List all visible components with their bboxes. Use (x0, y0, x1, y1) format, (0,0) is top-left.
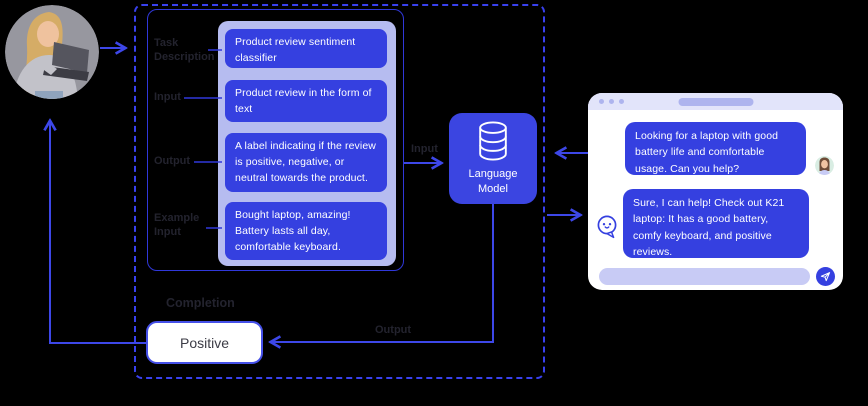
window-control-dots[interactable] (599, 99, 624, 104)
window-dot-icon (609, 99, 614, 104)
assistant-chat-message: Sure, I can help! Check out K21 laptop: … (623, 189, 809, 258)
chat-bot-icon (595, 214, 620, 241)
completion-result-text: Positive (179, 334, 230, 351)
completion-result-box: Positive (146, 321, 263, 364)
chat-window: Looking for a laptop with good battery l… (588, 93, 843, 290)
chat-user-avatar (815, 156, 834, 175)
send-button[interactable] (816, 267, 835, 286)
chat-user-avatar-image (815, 156, 834, 175)
user-chat-message: Looking for a laptop with good battery l… (625, 122, 806, 175)
input-arrow-label: Input (411, 143, 438, 155)
person-with-laptop-illustration (5, 5, 99, 99)
window-dot-icon (599, 99, 604, 104)
input-label: Input (154, 91, 181, 103)
output-value: A label indicating if the review is posi… (225, 133, 387, 192)
chat-window-titlebar (588, 93, 843, 110)
input-value: Product review in the form of text (225, 80, 387, 122)
example-input-value: Bought laptop, amazing! Battery lasts al… (225, 202, 387, 260)
language-model-node: Language Model (449, 113, 537, 204)
arrow-completion-to-user (50, 122, 146, 344)
user-photo-avatar (5, 5, 99, 99)
database-icon (479, 121, 507, 161)
window-dot-icon (619, 99, 624, 104)
output-label: Output (154, 155, 191, 167)
output-arrow-label: Output (375, 324, 412, 336)
task-description-label: Task Description (154, 37, 215, 63)
address-bar[interactable] (678, 98, 753, 106)
send-icon (820, 272, 831, 282)
language-model-label: Language Model (468, 168, 518, 195)
completion-label: Completion (166, 296, 235, 310)
task-description-value: Product review sentiment classifier (225, 29, 387, 68)
chat-message-input[interactable] (599, 268, 810, 285)
example-input-label: Example Input (154, 212, 200, 238)
